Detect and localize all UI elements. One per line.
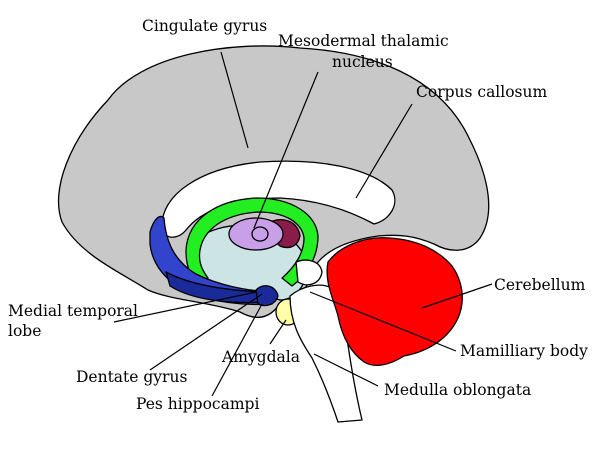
label-medial-temporal-line1: Medial temporal	[8, 302, 138, 320]
corpus-callosum-band	[161, 160, 396, 238]
label-amygdala: Amygdala	[221, 348, 300, 366]
cerebellum	[326, 237, 463, 367]
thalamic-inner-ring	[251, 226, 269, 242]
label-cerebellum: Cerebellum	[494, 276, 586, 294]
label-cingulate-gyrus: Cingulate gyrus	[142, 17, 267, 35]
cingulum-ring	[185, 197, 319, 287]
pes-hippocampi	[255, 285, 279, 307]
leader-medial-temporal-lobe	[113, 291, 257, 323]
mamilliary-body	[295, 259, 323, 286]
leader-medulla-oblongata	[313, 353, 379, 387]
leader-amygdala	[269, 319, 287, 345]
mesodermal-thalamic-nucleus	[228, 217, 284, 251]
leader-cingulate-gyrus	[220, 51, 249, 149]
leader-dentate-gyrus	[149, 293, 263, 371]
leader-pes-hippocampi	[211, 303, 263, 397]
leader-corpus-callosum	[355, 103, 413, 199]
leader-mesodermal-nucleus	[253, 71, 319, 229]
label-medial-temporal-line2: lobe	[8, 322, 41, 340]
leader-mamilliary-body	[309, 291, 457, 352]
label-medulla-oblongata: Medulla oblongata	[384, 381, 531, 399]
label-corpus-callosum: Corpus callosum	[416, 83, 547, 101]
label-mesodermal-line2: nucleus	[332, 53, 393, 71]
label-mesodermal-line1: Mesodermal thalamic	[278, 32, 449, 50]
label-mamilliary-body: Mamilliary body	[460, 342, 588, 360]
leader-cerebellum	[421, 283, 493, 309]
label-dentate-gyrus: Dentate gyrus	[76, 368, 187, 386]
label-pes-hippocampi: Pes hippocampi	[136, 395, 259, 413]
